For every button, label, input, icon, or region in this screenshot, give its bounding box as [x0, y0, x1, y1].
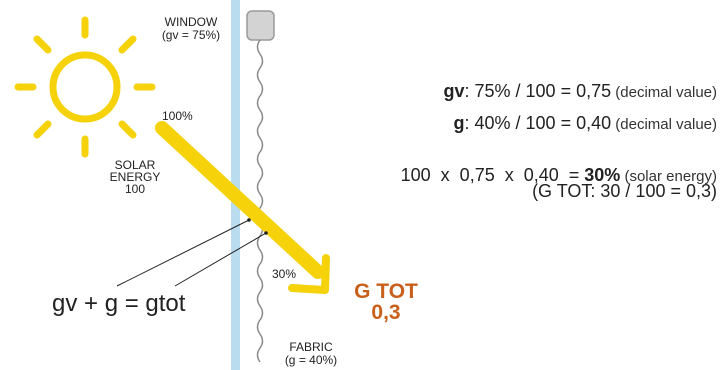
equation-g: g: 40% / 100 = 0,40 (decimal value)	[454, 114, 718, 132]
equation-gv: gv: 75% / 100 = 0,75 (decimal value)	[443, 82, 717, 100]
equation-solar-note: (solar energy)	[620, 168, 717, 185]
solar-line2: ENERGY	[109, 170, 161, 184]
equation-g-value: : 40% / 100 = 0,40	[464, 113, 612, 133]
window-value: (gv = 75%)	[161, 28, 221, 42]
solar-line3: 100	[124, 182, 146, 196]
incoming-percent: 100%	[162, 109, 193, 123]
window-title: WINDOW	[164, 15, 218, 29]
solar-energy-label: SOLAR ENERGY 100	[100, 159, 170, 195]
gtot-value: 0,3	[371, 301, 401, 324]
equation-gv-note: (decimal value)	[611, 84, 717, 101]
fabric-roller	[246, 10, 275, 41]
gtot-title: G TOT	[354, 280, 418, 303]
equation-gtot: (G TOT: 30 / 100 = 0,3)	[532, 181, 717, 201]
gtot-formula: gv + g = gtot	[52, 290, 186, 317]
solar-line1: SOLAR	[114, 158, 156, 172]
window-label: WINDOW (gv = 75%)	[150, 16, 232, 41]
equation-g-note: (decimal value)	[611, 116, 717, 133]
window-glass	[231, 0, 240, 370]
fabric-value: (g = 40%)	[284, 353, 338, 367]
solar-arrow	[155, 121, 330, 294]
fabric-label: FABRIC (g = 40%)	[270, 341, 352, 366]
equation-solar-value: 100 x 0,75 x 0,40 = 30%	[400, 165, 621, 185]
sun-icon	[14, 16, 156, 158]
pointer-dot-glass	[247, 218, 251, 222]
equation-g-key: g	[453, 113, 465, 133]
equation-gv-key: gv	[443, 81, 465, 101]
pointer-lines	[116, 219, 267, 287]
fabric-curtain	[256, 39, 264, 363]
pointer-dot-fabric	[264, 231, 268, 235]
equation-gv-value: : 75% / 100 = 0,75	[464, 81, 612, 101]
transmitted-percent: 30%	[272, 267, 297, 281]
equation-solar: 100 x 0,75 x 0,40 = 30% (solar energy)	[391, 148, 717, 184]
fabric-title: FABRIC	[289, 340, 333, 354]
gtot-result: G TOT 0,3	[336, 281, 436, 323]
